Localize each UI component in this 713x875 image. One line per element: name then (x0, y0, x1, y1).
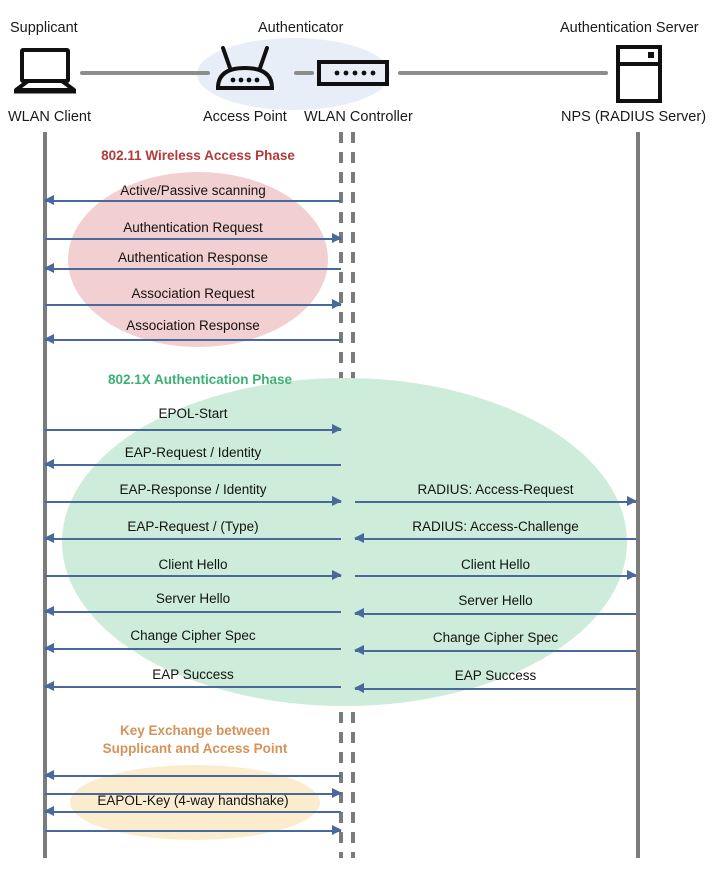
actor-device-nps-radius-server: NPS (RADIUS Server) (561, 109, 707, 125)
message-arrow (44, 533, 341, 543)
message-arrow (355, 570, 637, 580)
actor-device-access-point: Access Point (203, 109, 287, 125)
message-arrow (45, 570, 342, 580)
message-label: Association Request (131, 286, 255, 301)
message-arrow (354, 533, 636, 543)
message-arrow (44, 770, 341, 780)
message-label: Client Hello (158, 557, 228, 572)
message-arrow (45, 299, 342, 309)
message-arrow (44, 643, 341, 653)
message-label: Authentication Request (123, 220, 263, 235)
message-arrow (44, 606, 341, 616)
message-arrow (44, 459, 341, 469)
actor-device-wlan-controller: WLAN Controller (304, 109, 413, 125)
phase-title-key-exchange: Key Exchange between Supplicant and Acce… (102, 723, 288, 756)
phase-blob-key-exchange (70, 765, 320, 840)
message-arrow (354, 683, 636, 693)
message-label: EAPOL-Key (4-way handshake) (97, 793, 289, 808)
message-arrow (45, 788, 342, 798)
message-arrow (45, 496, 342, 506)
message-label: Authentication Response (117, 250, 269, 265)
message-arrow (45, 424, 342, 434)
lifeline-authentication-server (636, 132, 640, 858)
message-label: EAP-Request / (Type) (127, 519, 259, 534)
message-label: Server Hello (155, 591, 231, 606)
phase-title-wireless-access: 802.11 Wireless Access Phase (101, 148, 295, 163)
lifeline-supplicant (43, 132, 47, 858)
wlan-controller-icon (317, 60, 389, 91)
message-arrow (45, 825, 342, 835)
message-arrow (45, 233, 342, 243)
message-label: Change Cipher Spec (432, 630, 559, 645)
actor-role-supplicant: Supplicant (10, 20, 78, 36)
link-ap-to-controller (294, 71, 314, 75)
authenticator-highlight-blob (197, 38, 390, 110)
message-label: EAP-Response / Identity (119, 482, 267, 497)
actor-role-authentication-server: Authentication Server (560, 20, 699, 36)
message-label: RADIUS: Access-Challenge (412, 519, 579, 534)
access-point-icon (213, 46, 277, 101)
message-label: EAP-Request / Identity (124, 445, 262, 460)
message-arrow (354, 645, 636, 655)
link-controller-to-server (398, 71, 608, 75)
message-label: Client Hello (460, 557, 531, 572)
phase-title-dot1x-authentication: 802.1X Authentication Phase (107, 372, 293, 387)
message-label: Server Hello (458, 593, 533, 608)
message-arrow (44, 806, 341, 816)
actor-device-wlan-client: WLAN Client (8, 109, 91, 125)
message-label: Association Response (126, 318, 260, 333)
message-arrow (44, 195, 341, 205)
message-label: Change Cipher Spec (130, 628, 256, 643)
message-arrow (44, 681, 341, 691)
message-arrow (44, 263, 341, 273)
actor-role-authenticator: Authenticator (258, 20, 344, 36)
message-label: EAP Success (152, 667, 234, 682)
message-arrow (354, 608, 636, 618)
message-label: EPOL-Start (158, 406, 228, 421)
server-icon (615, 45, 663, 108)
link-client-to-ap (80, 71, 210, 75)
message-arrow (44, 334, 341, 344)
laptop-icon (12, 48, 78, 101)
message-arrow (355, 496, 637, 506)
message-label: EAP Success (454, 668, 537, 683)
message-label: RADIUS: Access-Request (417, 482, 574, 497)
message-label: Active/Passive scanning (120, 183, 266, 198)
